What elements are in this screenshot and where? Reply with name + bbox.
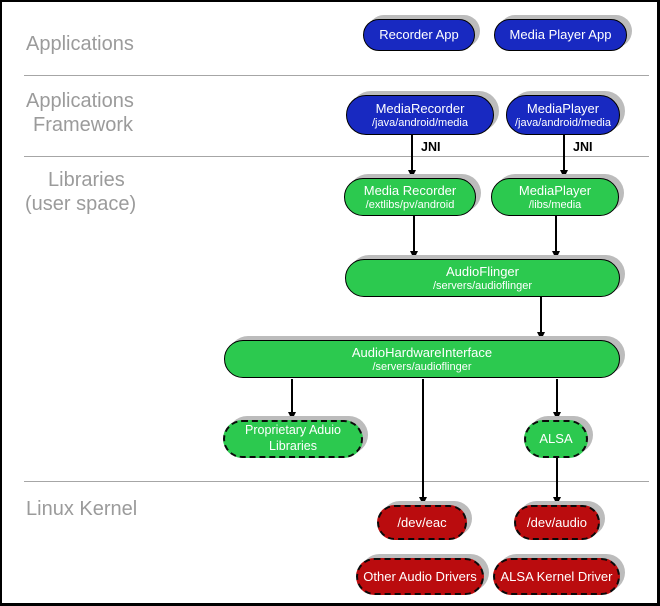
node-audiohardwareinterface: AudioHardwareInterface /servers/audiofli… <box>224 340 620 378</box>
node-label: MediaRecorder <box>375 101 465 117</box>
node-mediaplayer-framework: MediaPlayer /java/android/media <box>506 95 620 135</box>
node-label: ALSA Kernel Driver <box>500 568 613 584</box>
connector-line <box>413 216 415 251</box>
node-label: MediaPlayer <box>518 183 592 199</box>
section-label-linux-kernel: Linux Kernel <box>26 498 138 520</box>
node-label: Media Recorder <box>363 183 457 199</box>
section-label-applications: Applications <box>26 33 134 55</box>
node-label: ALSA <box>539 431 573 447</box>
connector-arrowhead <box>419 497 427 505</box>
node-label: MediaPlayer <box>526 101 600 117</box>
node-sublabel: /java/android/media <box>371 116 468 129</box>
connector-arrowhead <box>553 412 561 420</box>
section-divider <box>24 481 649 482</box>
connector-arrowhead <box>552 251 560 259</box>
node-other-audio-drivers: Other Audio Drivers <box>356 558 484 595</box>
connector-line <box>411 135 413 170</box>
node-mediaplayer-lib: MediaPlayer /libs/media <box>491 178 619 216</box>
node-label: /dev/audio <box>527 514 587 530</box>
node-label: Recorder App <box>379 27 459 43</box>
connector-arrowhead <box>408 170 416 178</box>
section-label-framework-line1: Applications <box>26 90 134 112</box>
node-sublabel: /java/android/media <box>514 116 611 129</box>
node-alsa-kernel-driver: ALSA Kernel Driver <box>493 558 620 595</box>
node-media-recorder-lib: Media Recorder /extlibs/pv/android <box>344 178 476 216</box>
node-sublabel: /extlibs/pv/android <box>365 198 455 211</box>
connector-line <box>291 379 293 412</box>
jni-label: JNI <box>573 140 593 154</box>
section-label-framework-line2: Framework <box>33 114 134 136</box>
node-label: Other Audio Drivers <box>363 568 477 584</box>
node-label: AudioFlinger <box>446 264 519 280</box>
node-sublabel: /servers/audioflinger <box>372 360 472 373</box>
section-divider <box>24 156 649 157</box>
section-label-libraries-line1: Libraries <box>48 169 125 191</box>
node-label-line2: Libraries <box>269 439 317 453</box>
connector-line <box>540 297 542 332</box>
section-divider <box>24 75 649 76</box>
connector-line <box>422 379 424 497</box>
node-proprietary-audio-libraries: Proprietary Aduio Libraries <box>223 420 363 458</box>
connector-line <box>556 458 558 497</box>
node-sublabel: /servers/audioflinger <box>432 279 533 292</box>
connector-arrowhead <box>288 412 296 420</box>
jni-label: JNI <box>421 140 441 154</box>
connector-line <box>556 379 558 412</box>
node-recorder-app: Recorder App <box>363 19 475 51</box>
node-alsa: ALSA <box>524 420 588 458</box>
node-media-player-app: Media Player App <box>494 19 627 51</box>
node-audioflinger: AudioFlinger /servers/audioflinger <box>345 259 620 297</box>
connector-arrowhead <box>560 170 568 178</box>
node-dev-eac: /dev/eac <box>377 505 467 540</box>
connector-line <box>555 216 557 251</box>
node-label: /dev/eac <box>397 514 447 530</box>
connector-arrowhead <box>537 332 545 340</box>
node-label: AudioHardwareInterface <box>351 345 493 361</box>
connector-arrowhead <box>553 497 561 505</box>
node-mediarecorder-framework: MediaRecorder /java/android/media <box>346 95 494 135</box>
node-label: Media Player App <box>509 27 612 43</box>
node-label: Proprietary Aduio <box>245 423 341 438</box>
node-dev-audio: /dev/audio <box>514 505 600 540</box>
connector-line <box>563 135 565 170</box>
node-sublabel: /libs/media <box>528 198 582 211</box>
section-label-libraries-line2: (user space) <box>25 193 137 215</box>
connector-arrowhead <box>410 251 418 259</box>
